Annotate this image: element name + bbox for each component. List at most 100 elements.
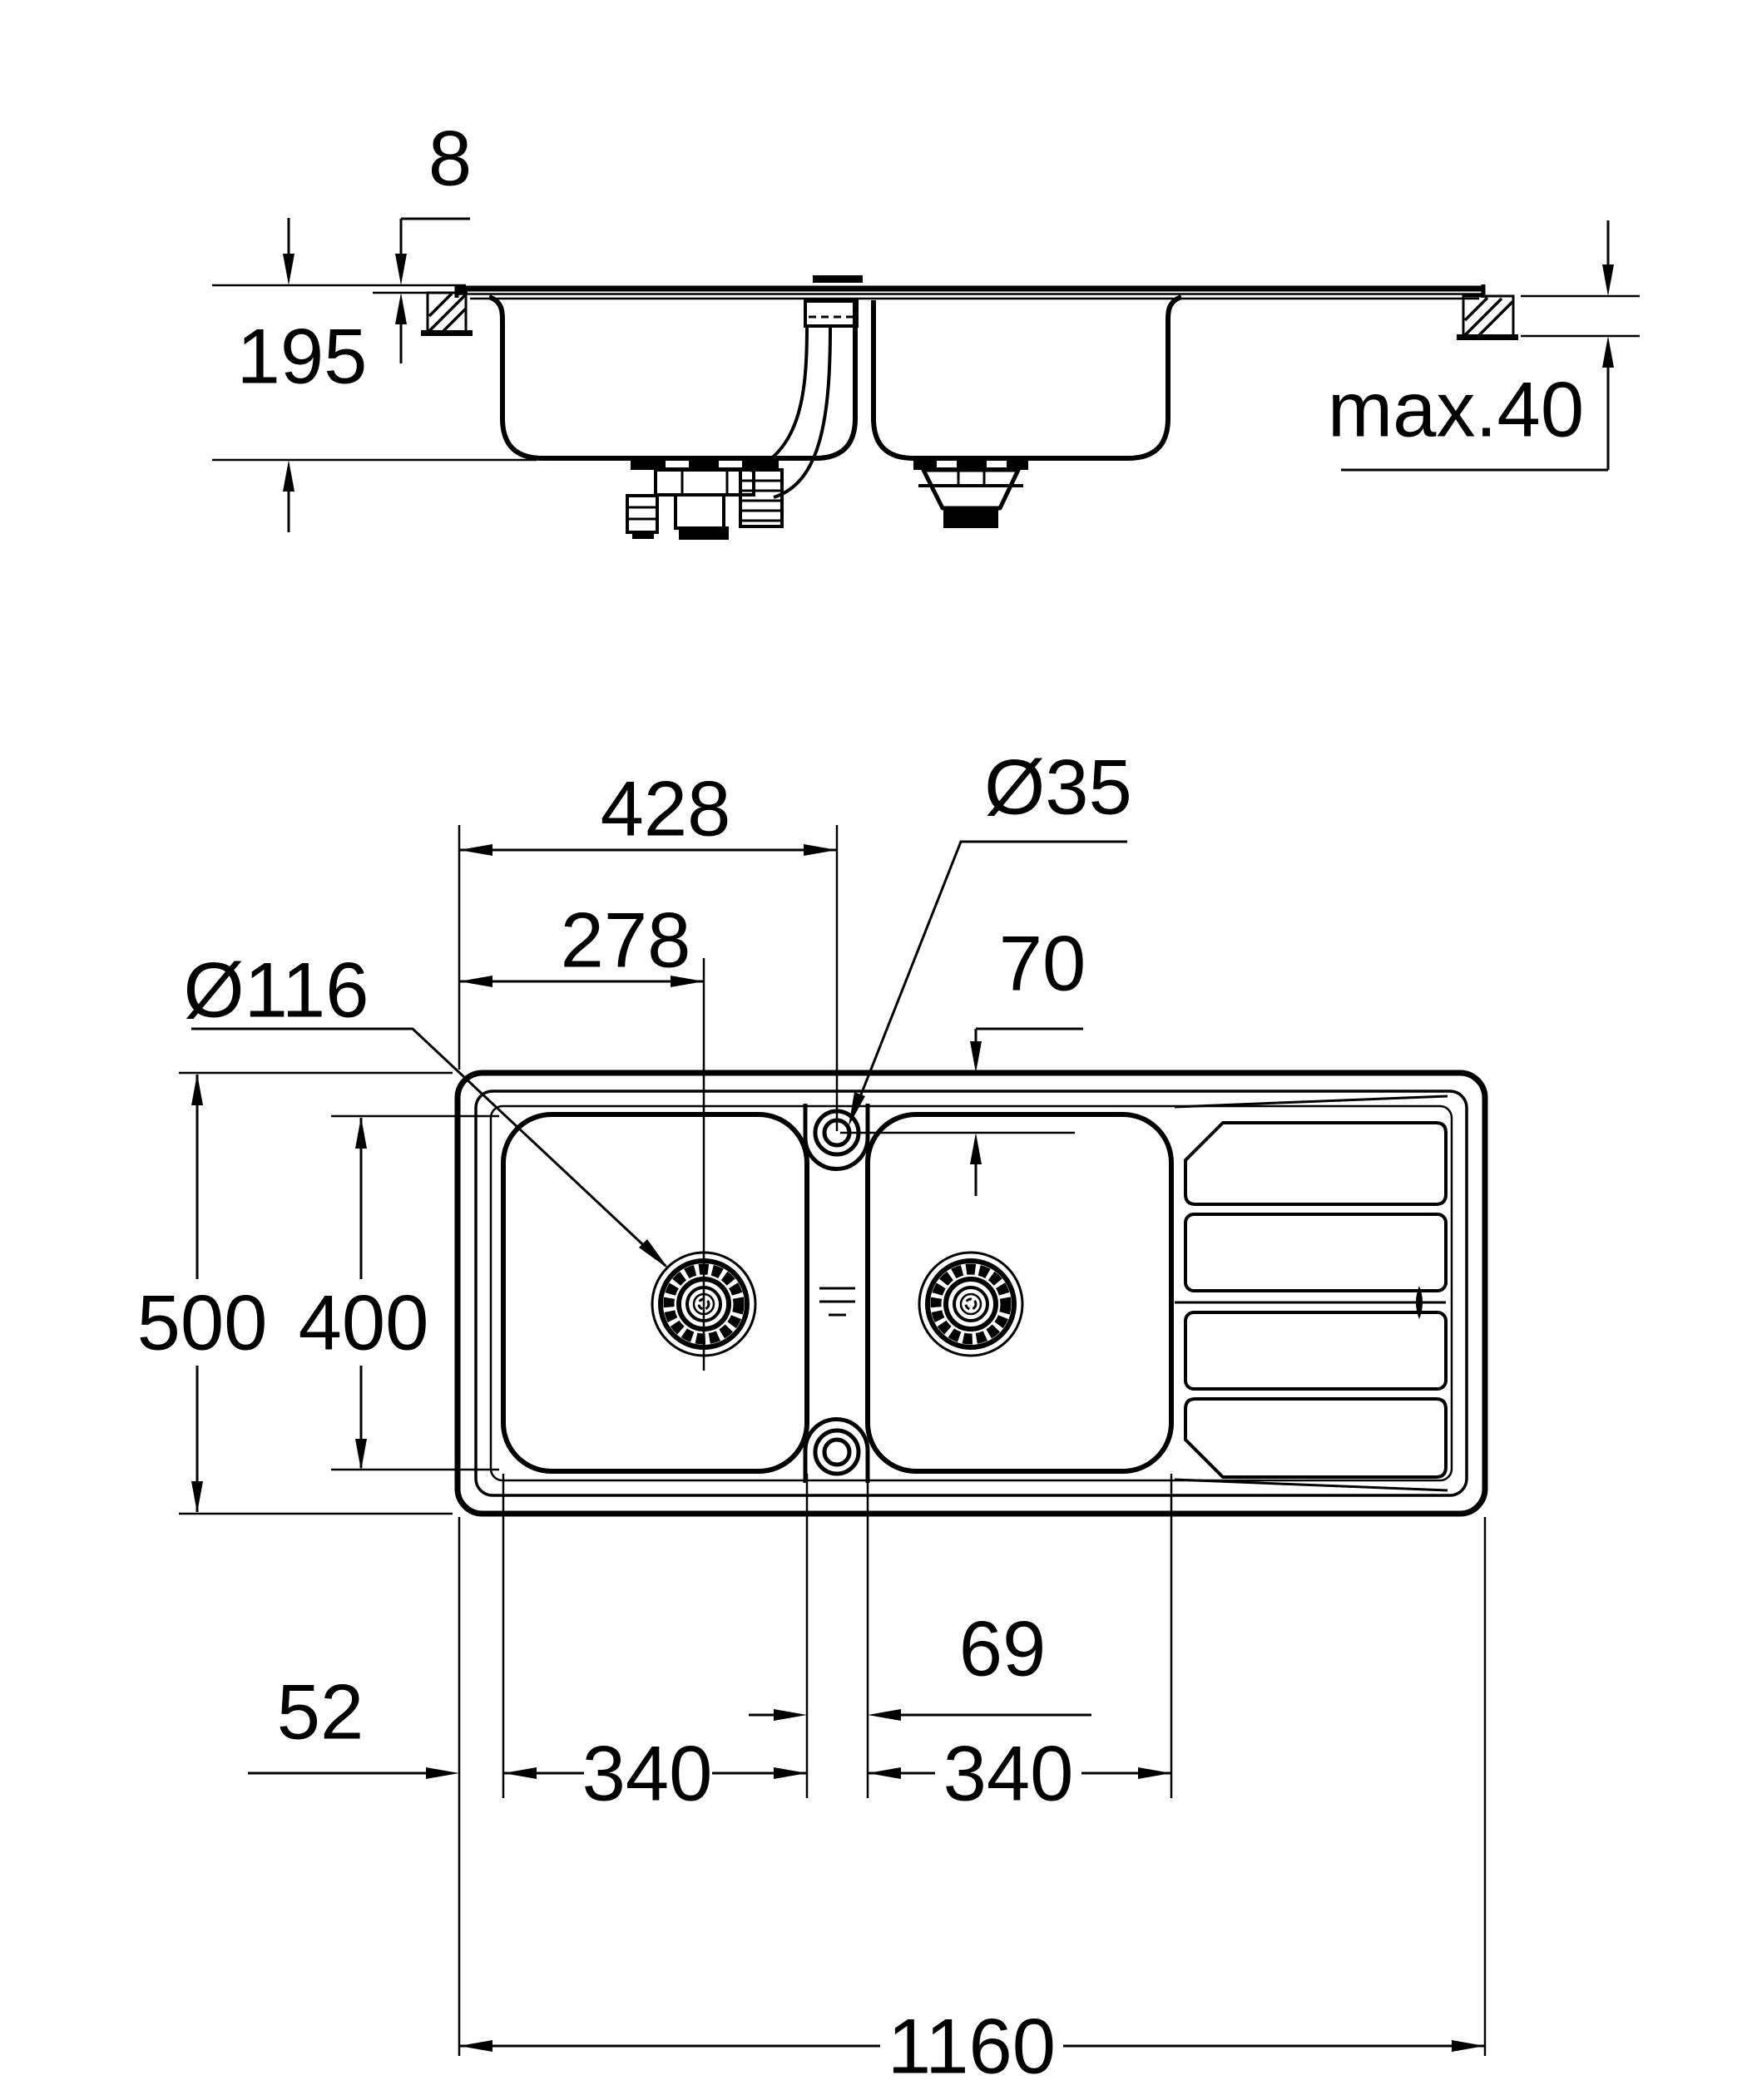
dim-label-left-bowl-width: 340: [582, 1730, 713, 1817]
left-drain-knob: [626, 494, 659, 534]
dim-bowl-gap: 69: [749, 1605, 1091, 1721]
dim-label-tap-from-left: 428: [601, 765, 731, 852]
arrow-right-icon: [1138, 1767, 1171, 1779]
arrow-diagonal-icon: [849, 1092, 865, 1126]
drain-flange-ring: [925, 1258, 1017, 1350]
dim-400-extension-lines: [331, 1114, 499, 1471]
sink-inner-rim-line: [489, 1104, 1453, 1482]
dia35-leader-line: [850, 840, 1127, 1119]
drainboard-groove-3: [1184, 1311, 1448, 1391]
arrow-down-icon: [395, 254, 407, 285]
dim-max40-lines: [1341, 220, 1610, 472]
arrow-left-icon: [868, 1767, 901, 1779]
left-bowl-outline: [501, 1112, 809, 1474]
left-drain-assembly: [626, 458, 784, 540]
dim-label-right-bowl-width: 340: [943, 1730, 1074, 1817]
dim-drain-diameter: Ø116: [184, 946, 669, 1269]
dim-rim-height: 8: [395, 115, 472, 363]
drain-center-ring-2: [959, 1292, 982, 1316]
left-drain-flange-slot: [666, 461, 689, 467]
dim-tap-from-front: 70: [840, 920, 1086, 1196]
tap-hole-bottom: [822, 1437, 852, 1467]
overflow-housing-ticks: [809, 298, 853, 301]
counter-section-left: [421, 291, 473, 336]
counter-underside-right: [1457, 334, 1518, 340]
dim-label-rim-height: 8: [428, 115, 472, 202]
right-bowl-section-outline: [871, 294, 1183, 461]
dim-label-tap-hole-diameter: Ø35: [984, 744, 1132, 831]
arrow-right-icon: [426, 1767, 459, 1779]
right-drain-plan: [918, 1251, 1024, 1357]
arrow-up-icon: [355, 1117, 367, 1149]
arrow-right-icon: [804, 844, 837, 856]
arrow-diagonal-icon: [639, 1239, 669, 1269]
max40-extension-lines: [1521, 294, 1640, 338]
arrow-right-icon: [774, 1767, 807, 1779]
arrow-up-icon: [970, 1133, 982, 1164]
drainboard: [1174, 1094, 1448, 1492]
dim-500-extension-lines: [179, 1071, 453, 1515]
left-drain-ribs: [742, 479, 780, 522]
left-drain-flange: [631, 458, 779, 470]
dia116-leader-line: [191, 1027, 667, 1267]
dim-bowl-depth-section: 195: [212, 218, 537, 532]
drain-pin: [964, 1297, 977, 1311]
sink-rim-line: [474, 1090, 1468, 1497]
right-bowl-outline: [865, 1112, 1174, 1474]
bottom-extension-lines: [458, 1474, 1487, 2056]
arrow-down-icon: [191, 1481, 203, 1513]
dim-label-overall-width: 1160: [888, 2003, 1056, 2090]
tap-hole-cover-plate: [813, 275, 863, 283]
counter-underside-left: [421, 330, 473, 336]
right-drain-body: [921, 467, 1021, 511]
plan-view: 428 278 Ø116 Ø35 70: [137, 744, 1488, 2090]
drain-inner-ring: [943, 1277, 998, 1332]
overflow-pipe-inner: [773, 325, 832, 499]
dim-label-bowl-gap: 69: [959, 1605, 1047, 1692]
arrow-up-icon: [283, 460, 294, 492]
right-drain-assembly: [913, 458, 1028, 528]
drainboard-flow-marker: [1416, 1286, 1423, 1319]
hatch-lines-right: [1463, 296, 1515, 337]
dim-right-bowl-width: 340: [868, 1730, 1171, 1817]
right-drain-body-ticks: [957, 470, 986, 486]
drainboard-slope-line-top: [1174, 1094, 1448, 1109]
drain-center-ring: [953, 1286, 989, 1322]
left-bowl-section-outline: [487, 294, 858, 461]
drain-strainer-ring: [930, 1263, 1012, 1345]
arrow-right-icon: [774, 1709, 807, 1721]
arrow-up-icon: [191, 1074, 203, 1105]
drainboard-groove-1: [1184, 1121, 1448, 1206]
arrow-right-icon: [1452, 2040, 1485, 2052]
dim-tap-from-left: 428: [458, 765, 839, 1131]
arrow-up-icon: [395, 293, 407, 324]
left-drain-knob-lines: [629, 506, 656, 521]
overflow-pipe-outer: [750, 325, 809, 472]
arrow-right-icon: [671, 976, 704, 987]
dim-label-overall-depth: 500: [137, 1279, 268, 1366]
left-drain-ribbed-outlet: [739, 468, 784, 528]
dim-label-drain-from-left: 278: [561, 897, 691, 984]
overflow-housing: [804, 299, 859, 328]
left-drain-body-ticks: [681, 470, 729, 495]
arrow-left-icon: [459, 2040, 492, 2052]
tap-hole-boss-top: [803, 1104, 870, 1171]
drainboard-groove-4: [1184, 1397, 1448, 1479]
arrow-down-icon: [1602, 264, 1614, 296]
arrow-left-icon: [503, 1767, 537, 1779]
drainboard-groove-2: [1184, 1213, 1448, 1292]
left-drain-stem: [674, 493, 725, 530]
dim-label-tap-from-front: 70: [999, 920, 1086, 1007]
right-drain-flange-slot: [987, 461, 1007, 467]
arrow-up-icon: [1602, 336, 1614, 368]
dim-label-drain-diameter: Ø116: [184, 946, 369, 1034]
dim-left-bowl-width: 340: [503, 1730, 807, 1817]
dim-8-lines: [399, 217, 470, 363]
tap-hole-boss-bottom: [803, 1417, 870, 1483]
dim-428-extension-lines: [458, 825, 839, 1131]
center-mark: [819, 1287, 855, 1317]
dim-counter-thickness: max.40: [1328, 220, 1640, 472]
drain-outer-ring: [918, 1251, 1024, 1357]
